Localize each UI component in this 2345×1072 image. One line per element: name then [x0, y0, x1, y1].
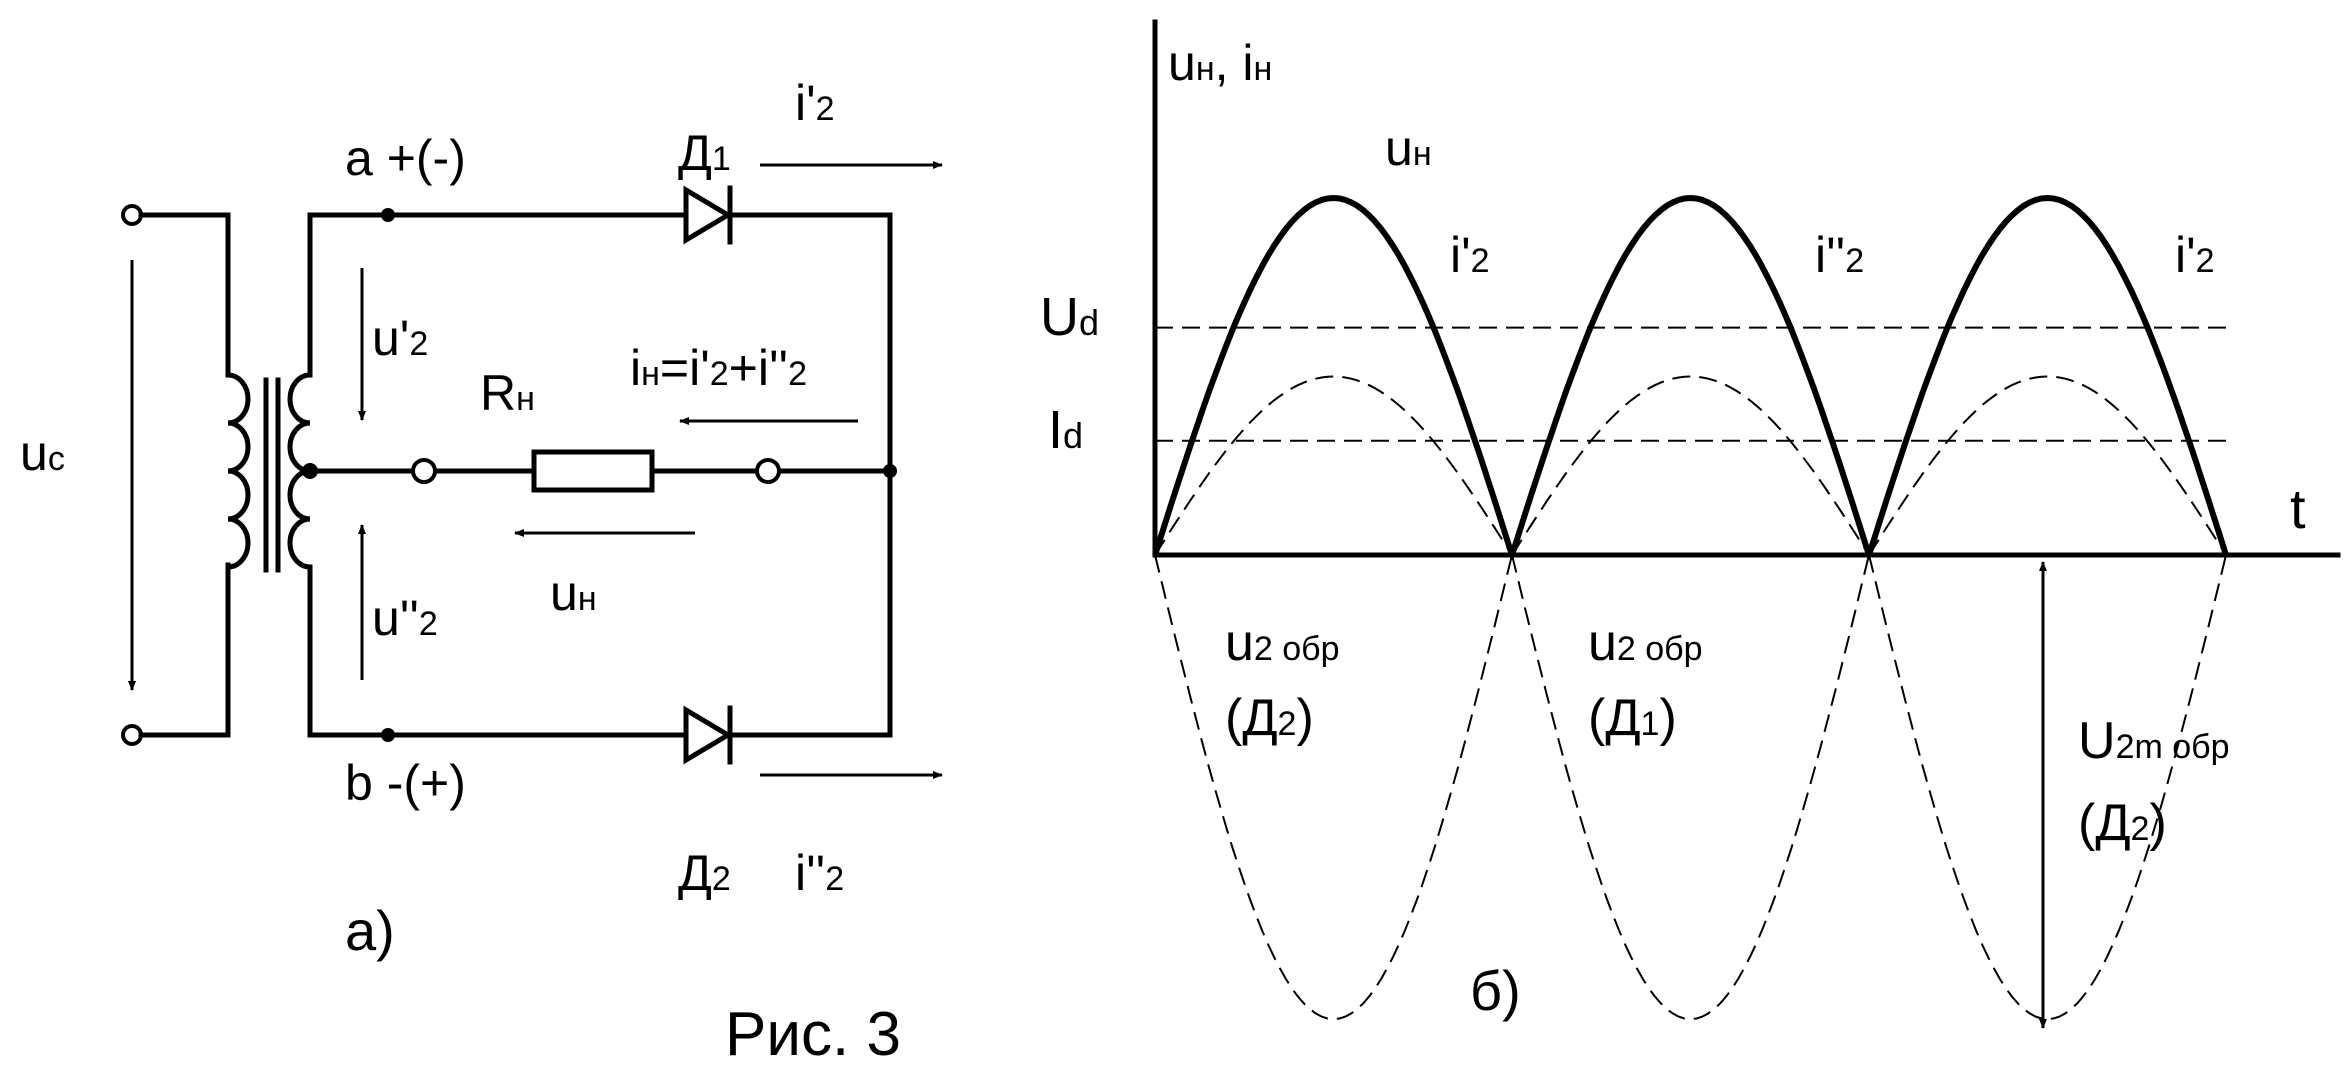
curve-label-i2-2: i''2 [1815, 227, 1864, 283]
curve-label-i2-1: i'2 [1450, 227, 1490, 283]
diode1-label: Д1 [678, 125, 731, 181]
current2-label: i''2 [795, 845, 844, 901]
peak-reverse-label-diode: (Д2) [2078, 794, 2167, 852]
reverse-voltage-half-wave-3 [1868, 554, 2227, 1021]
rectifier-schematic: uc [20, 75, 943, 1069]
peak-reverse-label-main: U2m обр [2078, 712, 2230, 770]
schematic-panel-label: а) [345, 899, 395, 962]
primary-winding [225, 372, 251, 570]
node-b-label: b -(+) [345, 755, 466, 811]
voltage1-label: u'2 [372, 310, 428, 366]
diode-d1 [683, 185, 733, 245]
diode-d2 [683, 705, 733, 765]
reverse-voltage-half-wave-2 [1511, 554, 1870, 1021]
waveform-plot: uн, iн t Ud Id uн i'2 i''2 i'2 u2 обр (Д… [1040, 19, 2341, 1029]
load-voltage-hump-2 [1509, 194, 1872, 556]
load-current-label: iн=i'2+i''2 [630, 340, 807, 396]
x-axis-label: t [2290, 477, 2306, 540]
load-voltage-hump-3 [1866, 194, 2229, 556]
load-resistor [531, 449, 655, 493]
input-terminal-top [121, 204, 143, 226]
node-a-label: a +(-) [345, 130, 466, 186]
load-voltage-hump-1 [1152, 194, 1515, 556]
voltage2-label: u''2 [372, 590, 438, 646]
waveform-panel-label: б) [1470, 959, 1521, 1022]
diode-current-hump-2 [1511, 375, 1870, 556]
node-a-dot [381, 208, 395, 222]
reverse-voltage-half-wave-1 [1154, 554, 1513, 1021]
right-node-dot [883, 464, 897, 478]
y-axis-label: uн, iн [1168, 35, 1272, 91]
curve-label-un: uн [1385, 120, 1432, 176]
diode2-label: Д2 [678, 845, 731, 901]
reverse-label-1-main: u2 обр [1225, 614, 1340, 672]
center-terminal-right [755, 458, 781, 484]
level-ud-label: Ud [1040, 287, 1099, 347]
diode-current-hump-1 [1154, 375, 1513, 556]
reverse-label-2-diode: (Д1) [1588, 689, 1677, 747]
load-voltage-label: uн [550, 565, 597, 621]
level-id-label: Id [1048, 400, 1083, 460]
figure-caption: Рис. 3 [725, 1000, 901, 1069]
diode-current-hump-3 [1868, 375, 2227, 556]
input-terminal-bottom [121, 724, 143, 746]
center-terminal-left [411, 458, 437, 484]
curve-label-i2-3: i'2 [2175, 227, 2215, 283]
current1-label: i'2 [795, 75, 835, 131]
node-b-dot [381, 728, 395, 742]
input-voltage-label: uc [20, 425, 65, 481]
reverse-label-2-main: u2 обр [1588, 614, 1703, 672]
resistor-label: Rн [480, 365, 535, 421]
reverse-label-1-diode: (Д2) [1225, 689, 1314, 747]
